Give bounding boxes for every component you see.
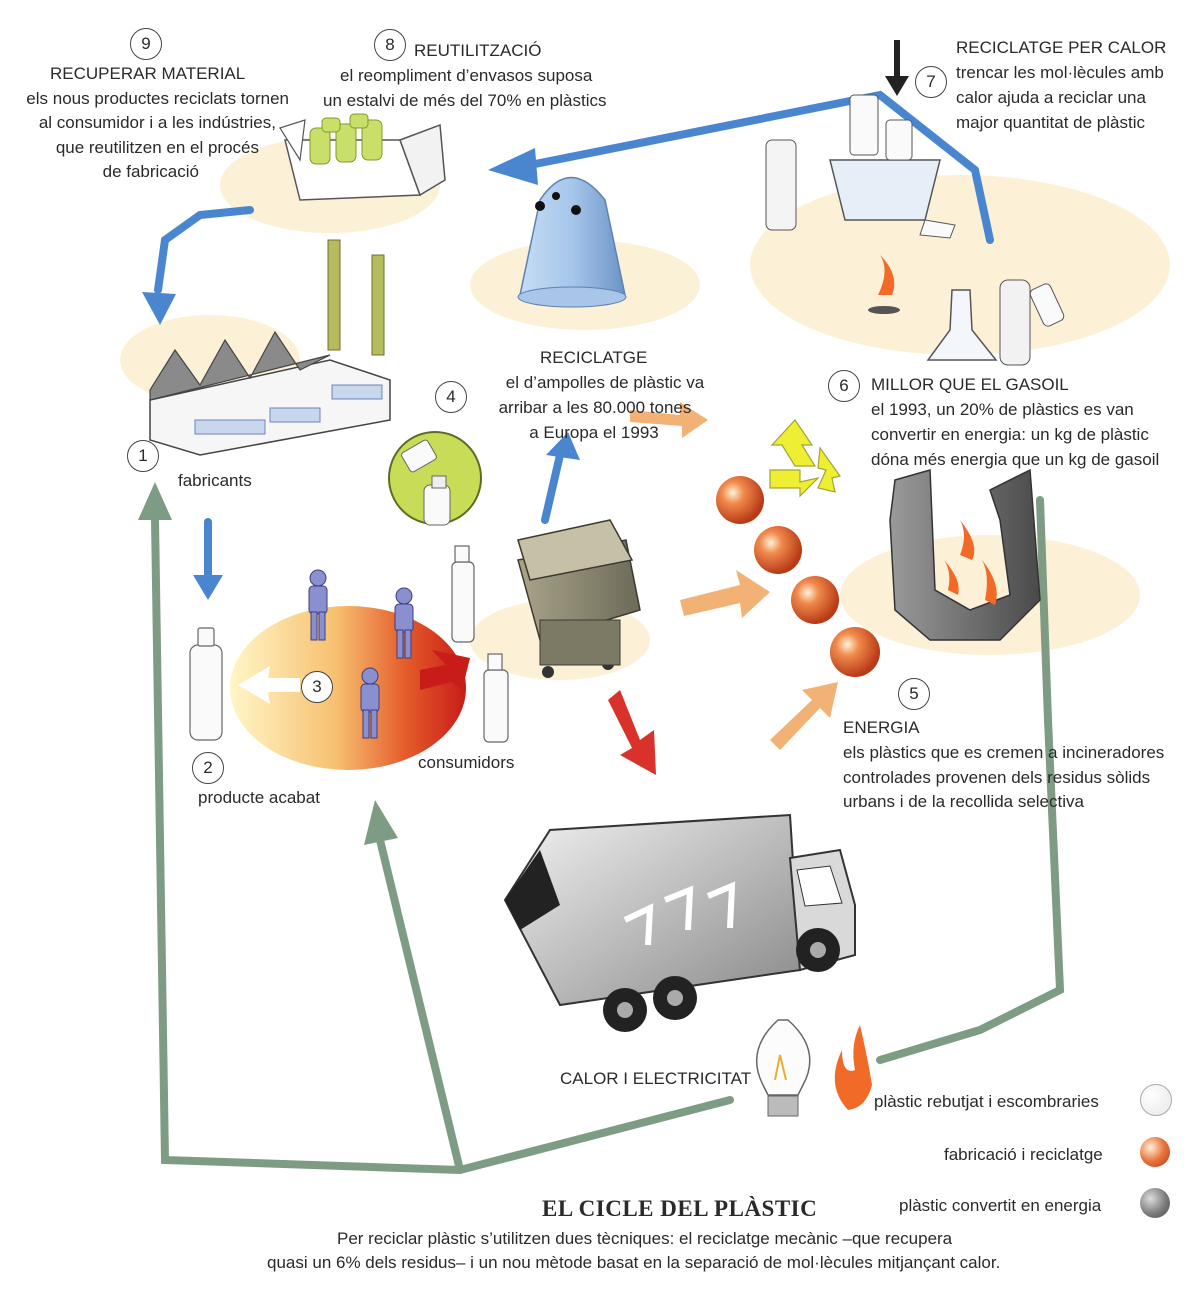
- step-7-line-1: trencar les mol·lècules amb: [956, 63, 1164, 82]
- step-number-9: 9: [130, 28, 162, 60]
- blue-arrowhead-fabricants: [142, 292, 176, 325]
- step-2-label: producte acabat: [198, 788, 320, 807]
- step-8-line-2: un estalvi de més del 70% en plàstics: [323, 91, 607, 110]
- step-9-line-4: de fabricació: [102, 162, 199, 181]
- step-9-heading: RECUPERAR MATERIAL: [50, 64, 246, 83]
- bottle-globe-illustration: [388, 431, 482, 526]
- legend-swatch-waste: [1140, 1084, 1172, 1116]
- step-number-7: 7: [915, 66, 947, 98]
- step-number-8: 8: [374, 29, 406, 61]
- recycling-line-3: a Europa el 1993: [529, 423, 659, 442]
- step-9-line-1: els nous productes reciclats tornen: [26, 89, 289, 108]
- garbage-truck-illustration: [503, 813, 856, 1032]
- legend-label-waste: plàstic rebutjat i escombraries: [874, 1092, 1099, 1111]
- consumers-illustration: [230, 569, 470, 770]
- step-6-heading: MILLOR QUE EL GASOIL: [871, 375, 1069, 394]
- caption-line-2: quasi un 6% dels residus– i un nou mètod…: [267, 1253, 1001, 1272]
- legend-swatch-energy: [1140, 1188, 1170, 1218]
- step-6-line-2: convertir en energia: un kg de plàstic: [871, 425, 1149, 444]
- step-number-4: 4: [435, 381, 467, 413]
- step-8-heading: REUTILITZACIÓ: [414, 41, 542, 60]
- step-1-label: fabricants: [178, 471, 252, 490]
- step-8-line-1: el reompliment d’envasos suposa: [340, 66, 593, 85]
- light-bulb-icon: [755, 1019, 811, 1117]
- flame-icon: [834, 1025, 872, 1110]
- recycling-heading: RECICLATGE: [540, 348, 648, 367]
- green-arrowhead-acabat: [364, 800, 398, 845]
- factory-illustration: [149, 239, 391, 456]
- step-7-line-2: calor ajuda a reciclar una: [956, 88, 1146, 107]
- caption-line-1: Per reciclar plàstic s’utilitzen dues tè…: [337, 1229, 953, 1248]
- heat-electricity-label: CALOR I ELECTRICITAT: [560, 1069, 752, 1088]
- diagram-title: EL CICLE DEL PLÀSTIC: [542, 1196, 818, 1221]
- red-arrow-truck: [608, 690, 656, 775]
- waste-bin-illustration: [517, 519, 641, 678]
- step-number-2: 2: [192, 752, 224, 784]
- step-9-line-3: que reutilitzen en el procés: [55, 138, 259, 157]
- blue-arrowhead-producte: [193, 575, 223, 600]
- step-5-line-3: urbans i de la recollida selectiva: [843, 792, 1084, 811]
- incinerator-illustration: [889, 468, 1041, 641]
- step-number-6: 6: [828, 370, 860, 402]
- legend-swatch-recycling: [1140, 1137, 1170, 1167]
- blue-arrowhead-reutilitzacio: [488, 148, 538, 185]
- heat-recycling-apparatus: [765, 94, 1065, 366]
- step-7-heading: RECICLATGE PER CALOR: [956, 38, 1167, 57]
- recycling-line-2: arribar a les 80.000 tones: [498, 398, 692, 417]
- step-5-line-1: els plàstics que es cremen a incinerador…: [843, 743, 1165, 762]
- recycle-symbol-icon: [769, 419, 842, 498]
- energy-balls: [716, 476, 880, 677]
- blue-arrows: [154, 90, 994, 582]
- green-arrowhead-fabricants: [138, 482, 172, 520]
- bottles-illustration: [189, 545, 509, 743]
- heat-input-arrowhead: [885, 76, 909, 96]
- recycling-line-1: el d’ampolles de plàstic va: [505, 373, 705, 392]
- step-number-1: 1: [127, 440, 159, 472]
- green-arrows: [151, 496, 1065, 1175]
- orange-arrows: [630, 402, 838, 750]
- step-6-line-1: el 1993, un 20% de plàstics es van: [871, 400, 1134, 419]
- legend-label-energy: plàstic convertit en energia: [899, 1196, 1102, 1215]
- step-7-line-3: major quantitat de plàstic: [956, 113, 1145, 132]
- step-5-heading: ENERGIA: [843, 718, 920, 737]
- step-number-5: 5: [898, 678, 930, 710]
- bottle-bank-illustration: [517, 176, 627, 308]
- step-3-label: consumidors: [418, 753, 515, 772]
- reuse-box-illustration: [279, 113, 446, 201]
- step-5-line-2: controlades provenen dels residus sòlids: [843, 768, 1151, 787]
- legend-label-recycling: fabricació i reciclatge: [944, 1145, 1103, 1164]
- step-6-line-3: dóna més energia que un kg de gasoil: [871, 450, 1160, 469]
- blue-arrowhead-reciclatge: [546, 432, 580, 460]
- step-number-3: 3: [301, 671, 333, 703]
- step-9-line-2: al consumidor i a les indústries,: [38, 113, 276, 132]
